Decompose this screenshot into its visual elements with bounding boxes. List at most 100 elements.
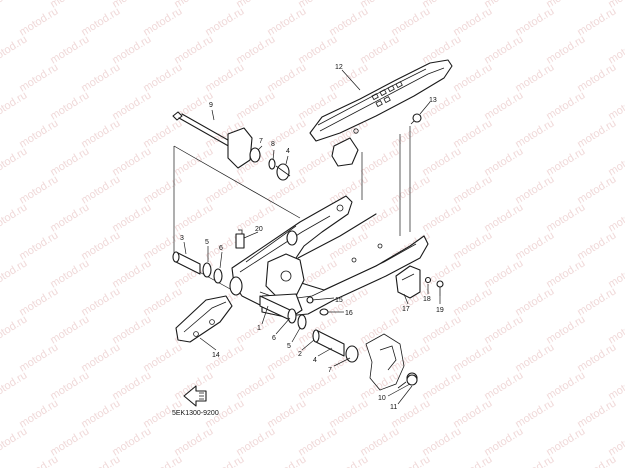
watermark-text: motod.ru (544, 145, 587, 178)
collar-lower-part-4 (312, 329, 359, 363)
watermark-text: motod.ru (482, 145, 525, 178)
watermark-text: motod.ru (110, 145, 153, 178)
watermark-text: motod.ru (0, 201, 29, 234)
watermark-text: motod.ru (79, 61, 122, 94)
watermark-text: motod.ru (606, 145, 625, 178)
watermark-text: motod.ru (265, 397, 308, 430)
callout-5-top: 5 (205, 239, 209, 246)
plate-parts-17-18-19 (395, 265, 444, 299)
watermark-text: motod.ru (203, 453, 246, 468)
watermark-text: motod.ru (575, 61, 618, 94)
grease-nipple-part-20 (235, 229, 245, 249)
watermark-text: motod.ru (0, 145, 29, 178)
watermark-text: motod.ru (172, 145, 215, 178)
watermark-text: motod.ru (389, 453, 432, 468)
watermark-text: motod.ru (234, 369, 277, 402)
callout-19: 19 (436, 307, 444, 314)
watermark-text: motod.ru (451, 229, 494, 262)
watermark-text: motod.ru (482, 369, 525, 402)
watermark-text: motod.ru (513, 173, 556, 206)
watermark-text: motod.ru (420, 145, 463, 178)
callout-1: 1 (257, 325, 261, 332)
watermark-text: motod.ru (513, 285, 556, 318)
watermark-text: motod.ru (110, 313, 153, 346)
watermark-text: motod.ru (544, 369, 587, 402)
watermark-text: motod.ru (420, 369, 463, 402)
watermark-text: motod.ru (172, 425, 215, 458)
watermark-text: motod.ru (234, 33, 277, 66)
callout-4-bottom: 4 (313, 357, 317, 364)
watermark-text: motod.ru (451, 397, 494, 430)
watermark-text: motod.ru (544, 257, 587, 290)
watermark-text: motod.ru (358, 145, 401, 178)
watermark-text: motod.ru (110, 425, 153, 458)
watermark-text: motod.ru (48, 257, 91, 290)
callout-18: 18 (423, 296, 431, 303)
watermark-text: motod.ru (79, 285, 122, 318)
watermark-text: motod.ru (575, 173, 618, 206)
watermark-text: motod.ru (575, 397, 618, 430)
bushing-stack-lower (259, 295, 307, 330)
watermark-text: motod.ru (482, 425, 525, 458)
callout-12: 12 (335, 64, 343, 71)
watermark-text: motod.ru (48, 369, 91, 402)
watermark-text: motod.ru (0, 0, 29, 11)
watermark-text: motod.ru (79, 341, 122, 374)
watermark-text: motod.ru (17, 397, 60, 430)
watermark-text: motod.ru (141, 173, 184, 206)
watermark-text: motod.ru (575, 229, 618, 262)
watermark-text: motod.ru (389, 117, 432, 150)
watermark-text: motod.ru (606, 89, 625, 122)
watermark-text: motod.ru (575, 453, 618, 468)
watermark-text: motod.ru (17, 453, 60, 468)
watermark-text: motod.ru (544, 89, 587, 122)
watermark-text: motod.ru (513, 229, 556, 262)
watermark-text: motod.ru (296, 369, 339, 402)
watermark-text: motod.ru (203, 61, 246, 94)
watermark-text: motod.ru (327, 453, 370, 468)
watermark-text: motod.ru (79, 173, 122, 206)
watermark-text: motod.ru (17, 229, 60, 262)
chain-slider-part-12 (309, 59, 453, 167)
watermark-text: motod.ru (110, 201, 153, 234)
callout-20: 20 (255, 226, 263, 233)
watermark-text: motod.ru (544, 33, 587, 66)
watermark-text: motod.ru (0, 257, 29, 290)
watermark-text: motod.ru (79, 397, 122, 430)
callout-6-top: 6 (219, 245, 223, 252)
watermark-text: motod.ru (141, 341, 184, 374)
watermark-text: motod.ru (0, 89, 29, 122)
watermark-text: motod.ru (327, 229, 370, 262)
watermark-text: motod.ru (451, 285, 494, 318)
callout-10: 10 (378, 395, 386, 402)
watermark-text: motod.ru (234, 313, 277, 346)
bearing-bracket-top (227, 127, 291, 181)
watermark-text: motod.ru (420, 313, 463, 346)
watermark-text: motod.ru (513, 397, 556, 430)
watermark-text: motod.ru (265, 61, 308, 94)
watermark-text: motod.ru (513, 61, 556, 94)
callout-14: 14 (212, 352, 220, 359)
callout-15: 15 (335, 297, 343, 304)
watermark-text: motod.ru (79, 117, 122, 150)
bushing-stack-left (172, 251, 223, 284)
watermark-text: motod.ru (482, 313, 525, 346)
watermark-text: motod.ru (420, 425, 463, 458)
callout-16: 16 (345, 310, 353, 317)
watermark-text: motod.ru (203, 5, 246, 38)
watermark-text: motod.ru (482, 89, 525, 122)
watermark-text: motod.ru (234, 89, 277, 122)
watermark-text: motod.ru (265, 453, 308, 468)
watermark-text: motod.ru (575, 5, 618, 38)
watermark-text: motod.ru (327, 397, 370, 430)
watermark-text: motod.ru (110, 33, 153, 66)
nut-parts-10-11 (406, 374, 418, 386)
callout-17: 17 (402, 306, 410, 313)
watermark-text: motod.ru (606, 201, 625, 234)
watermark-text: motod.ru (327, 5, 370, 38)
callout-7-top: 7 (259, 138, 263, 145)
watermark-text: motod.ru (48, 425, 91, 458)
watermark-text: motod.ru (420, 201, 463, 234)
watermark-text: motod.ru (389, 5, 432, 38)
